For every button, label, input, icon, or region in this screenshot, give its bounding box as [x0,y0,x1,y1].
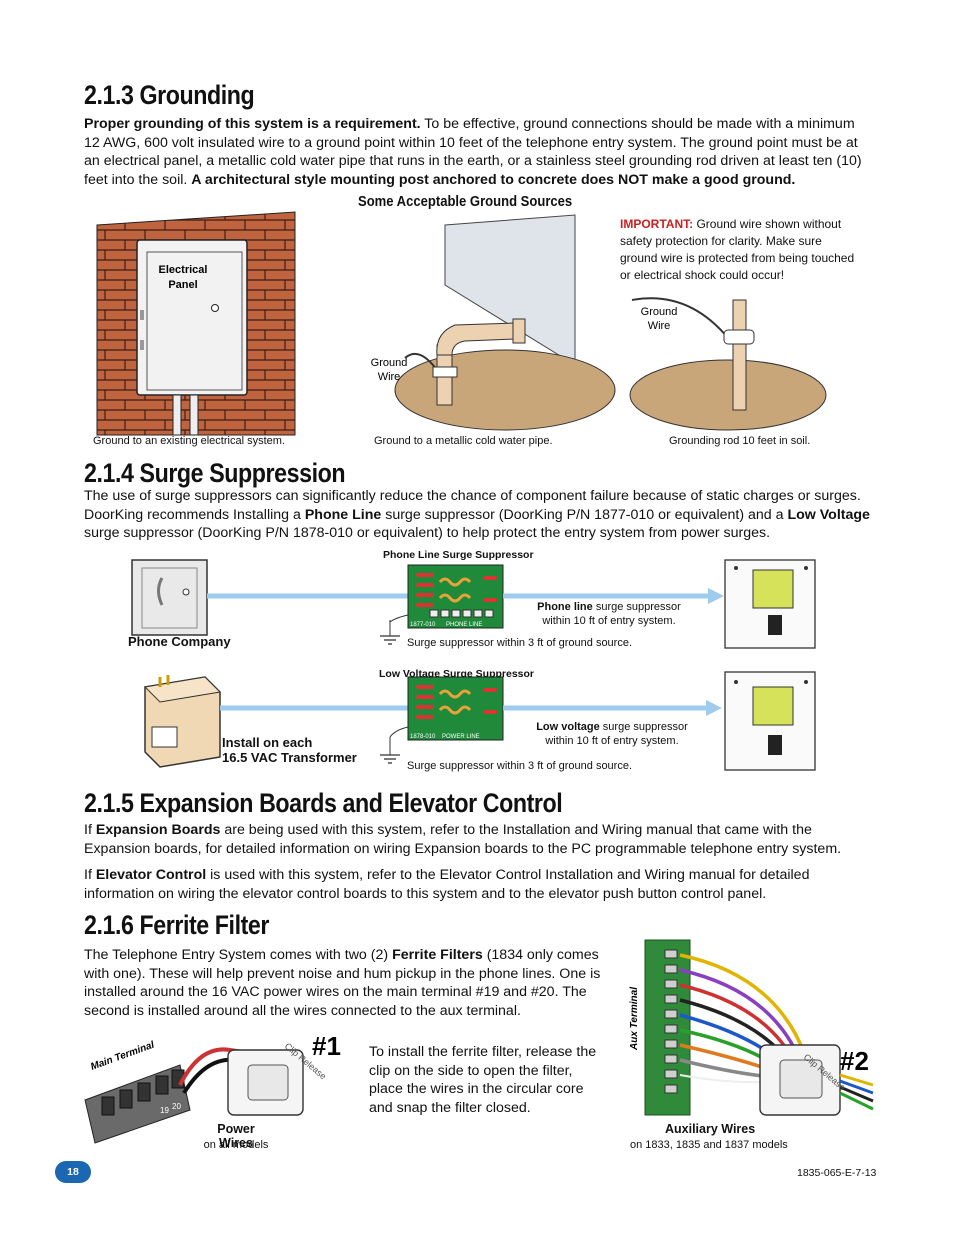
section-heading-surge: 2.1.4 Surge Suppression [84,458,346,488]
section-heading-ferrite: 2.1.6 Ferrite Filter [84,910,269,940]
terminal-20-label: 20 [172,1102,181,1111]
phone-surge-diagram: 1877-010 PHONE LINE [131,559,816,649]
lv-surge-diagram: 1878-010 POWER LINE [143,671,816,771]
panel-label-line2: Panel [168,279,197,291]
phone-arrow-icon [708,588,724,604]
pipe-ground-wire-label-2: Wire [378,371,401,383]
grounding-body-text: To be effective, ground connections shou… [84,116,862,188]
water-pipe-illustration: Ground Wire [371,214,616,431]
ferrite-text-c: (1834 only comes with one). These will h… [84,947,601,1019]
phone-note-text-1: surge suppressor [592,601,681,613]
terminal-19-label: 19 [160,1106,169,1115]
caption-electrical-panel: Ground to an existing electrical system. [93,435,285,447]
grounding-requirement-text: Proper grounding of this system is a req… [84,116,421,132]
phone-board-label: PHONE LINE [446,622,482,628]
lv-ground-symbol-icon [380,754,400,764]
expansion-p2-c: is used with this system, refer to the E… [84,867,810,902]
ferrite-main-terminal-illustration: Clip Release Main Terminal 19 20 #1 [84,1031,341,1144]
caption-grounding-rod: Grounding rod 10 feet in soil. [669,435,811,447]
ferrite-text-a: The Telephone Entry System comes with tw… [84,947,393,963]
phone-ground-note: Surge suppressor within 3 ft of ground s… [407,637,633,649]
lv-ground-note: Surge suppressor within 3 ft of ground s… [407,760,633,772]
ferrite-instructions: To install the ferrite filter, release t… [369,1044,597,1116]
lv-board-label: POWER LINE [442,734,480,740]
surge-paragraph: The use of surge suppressors can signifi… [84,487,874,543]
ferrite-bold: Ferrite Filters [392,947,483,963]
caption-water-pipe: Ground to a metallic cold water pipe. [374,435,553,447]
page-number-badge: 18 [55,1161,91,1183]
phone-note-text-2: within 10 ft of entry system. [542,615,676,627]
surge-text-2: surge suppressor (DoorKing P/N 1877-010 … [381,506,788,523]
ground-sources-title: Some Acceptable Ground Sources [358,194,573,210]
lv-suppressor-note: Low voltage surge suppressor within 10 ft… [512,720,712,748]
expansion-p2-bold: Elevator Control [95,867,207,883]
lv-arrow-icon [706,700,722,716]
grounding-warning-text: A architectural style mounting post anch… [191,171,796,188]
surge-text-3: surge suppressor (DoorKing P/N 1878-010 … [84,525,771,542]
expansion-p2-a: If [84,867,96,883]
electrical-panel-illustration: Electrical Panel [96,211,296,436]
lv-install-line1: Install on each [222,735,313,750]
rod-ground-wire-label-2: Wire [648,320,671,332]
pipe-ground-wire-label-1: Ground [371,357,408,369]
grounding-rod-illustration: Ground Wire [629,297,827,431]
rod-ground-wire-label-1: Ground [641,306,678,318]
power-wires-sub: on all models [203,1139,269,1151]
phone-ground-symbol-icon [380,635,400,645]
expansion-p1-a: If [84,822,96,838]
section-heading-grounding: 2.1.3 Grounding [84,80,255,110]
ferrite-number-1: #1 [312,1031,341,1061]
phone-company-box [131,559,208,636]
phone-company-label: Phone Company [128,634,231,649]
aux-terminal-label: Aux Terminal [629,987,640,1051]
surge-phone-line-bold: Phone Line [304,506,382,523]
important-label: IMPORTANT: [620,217,694,231]
phone-note-bold: Phone line [537,601,593,613]
lv-note-text-2: within 10 ft of entry system. [545,735,679,747]
phone-board-part: 1877-010 [410,622,436,628]
document-code: 1835-065-E-7-13 [797,1167,877,1179]
lv-note-text-1: surge suppressor [599,721,688,733]
surge-low-voltage-bold: Low Voltage [787,506,870,523]
aux-wires-sub: on 1833, 1835 and 1837 models [630,1139,788,1151]
ferrite-aux-terminal-illustration: Clip Release Aux Terminal #2 [629,939,874,1116]
surge-text-1: The use of surge suppressors can signifi… [84,488,861,523]
expansion-p1-c: are being used with this system, refer t… [84,822,842,857]
power-wires-label: Power Wires [217,1122,255,1150]
phone-suppressor-note: Phone line surge suppressor within 10 ft … [509,600,709,628]
panel-label-line1: Electrical [159,264,208,276]
ferrite-number-2: #2 [840,1046,869,1076]
phone-handset-icon [157,577,164,606]
lv-board-part: 1878-010 [410,734,436,740]
phone-suppressor-title: Phone Line Surge Suppressor [383,549,534,561]
aux-wires-label: Auxiliary Wires [665,1122,756,1136]
expansion-p1-bold: Expansion Boards [95,822,221,838]
ferrite-paragraph: The Telephone Entry System comes with tw… [84,946,624,1020]
section-heading-expansion: 2.1.5 Expansion Boards and Elevator Cont… [84,788,563,818]
important-text: Ground wire shown without safety protect… [620,217,855,282]
expansion-paragraph-1: If Expansion Boards are being used with … [84,821,874,858]
grounding-paragraph: Proper grounding of this system is a req… [84,115,874,189]
important-note: IMPORTANT: Ground wire shown without saf… [620,216,860,284]
lv-note-bold: Low voltage [536,721,600,733]
lv-install-line2: 16.5 VAC Transformer [222,750,357,765]
main-terminal-label: Main Terminal [89,1040,156,1073]
expansion-paragraph-2: If Elevator Control is used with this sy… [84,866,874,903]
